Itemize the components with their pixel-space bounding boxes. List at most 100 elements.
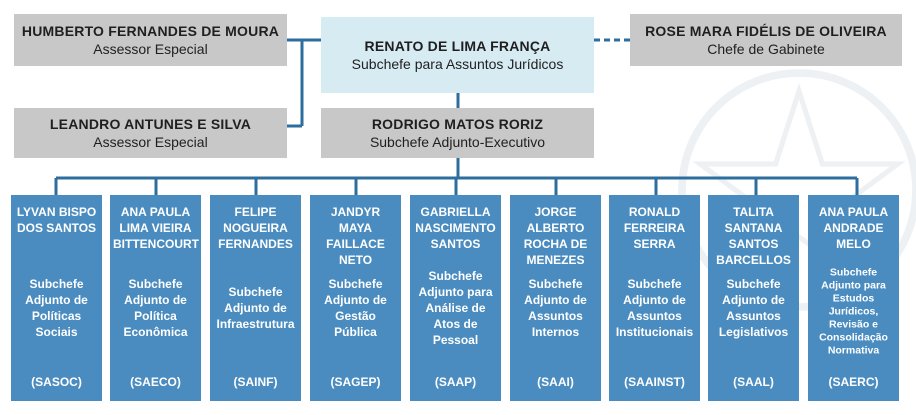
unit-role-line: Institucionais [615, 325, 694, 339]
unit-head-name-line: NASCIMENTO [415, 221, 496, 235]
unit-role-line: Adjunto de [324, 293, 387, 307]
unit-head-name-line: JORGE [534, 205, 577, 219]
unit-head-name-line: RONALD [628, 205, 681, 219]
unit-role-line: Subchefe [228, 285, 283, 299]
unit-role-line: Consolidação [819, 331, 888, 344]
unit-role-line: Econômica [123, 325, 188, 339]
unit-role-line: Atos de [433, 317, 478, 331]
unit-role-line: Infraestrutura [216, 317, 295, 331]
unit-head-name-line: LIMA VIEIRA [119, 221, 192, 235]
person-role: Assessor Especial [93, 41, 208, 57]
unit-head-name-line: MENEZES [526, 253, 585, 267]
unit-head-name-line: BITTENCOURT [113, 237, 199, 251]
person-role: Chefe de Gabinete [707, 41, 825, 57]
emblem-watermark-icon [678, 69, 916, 311]
unit-abbreviation: (SAAI) [537, 375, 574, 389]
unit-head-name-line: NOGUEIRA [223, 221, 288, 235]
unit-role-line: Subchefe [528, 277, 583, 291]
unit-role-line: Adjunto para [418, 285, 493, 299]
unit-role-line: Adjunto de [524, 293, 587, 307]
unit-role-line: Sociais [35, 325, 78, 339]
unit-head-name-line: FAILLACE [326, 237, 385, 251]
unit-abbreviation: (SAECO) [130, 375, 181, 389]
person-name: HUMBERTO FERNANDES DE MOURA [21, 23, 280, 39]
unit-head-name-line: GABRIELLA [420, 205, 491, 219]
unit-role-line: Internos [531, 325, 580, 339]
chefe-gabinete-rose-box: ROSE MARA FIDÉLIS DE OLIVEIRA Chefe de G… [630, 14, 902, 66]
unit-head-name: ANA PAULA LIMA VIEIRA BITTENCOURT [113, 204, 199, 252]
unit-role-line: Adjunto para [821, 279, 886, 292]
unit-role-line: Subchefe [829, 266, 878, 279]
unit-head-name-line: DOS SANTOS [16, 221, 97, 235]
unit-head-name: FELIPE NOGUEIRA FERNANDES [213, 204, 298, 252]
unit-role-line: Subchefe [726, 277, 781, 291]
person-role: Subchefe para Assuntos Jurídicos [351, 56, 564, 72]
unit-head-name-line: SERRA [633, 237, 676, 251]
unit-role-line: Jurídicos, [828, 305, 879, 318]
person-name: LEANDRO ANTUNES E SILVA [49, 116, 252, 132]
assessor-humberto-box: HUMBERTO FERNANDES DE MOURA Assessor Esp… [14, 14, 287, 66]
unit-head-name-line: ANDRADE [823, 221, 884, 235]
person-name: RENATO DE LIMA FRANÇA [364, 38, 551, 54]
unit-abbreviation: (SAINF) [233, 375, 278, 389]
unit-role-line: Normativa [827, 344, 880, 357]
unit-head-name-line: SANTOS [430, 237, 481, 251]
unit-head-name-line: BARCELLOS [716, 253, 791, 267]
unit-role-line: Pessoal [432, 333, 479, 347]
unit-role-line: Subchefe [328, 277, 383, 291]
unit-head-name-line: SANTOS [728, 237, 779, 251]
unit-role-line: Política [134, 309, 177, 323]
unit-role-line: Subchefe [627, 277, 682, 291]
unit-role-line: Análise de [425, 301, 486, 315]
unit-role-line: Revisão e [828, 318, 879, 331]
unit-head-name-line: ANA PAULA [818, 205, 889, 219]
unit-abbreviation: (SAGEP) [330, 375, 381, 389]
unit-role-line: Assuntos [726, 309, 781, 323]
unit-head-name-line: ALBERTO [526, 221, 585, 235]
unit-head-name-line: NETO [338, 253, 373, 267]
person-role: Assessor Especial [93, 134, 208, 150]
unit-head-name: JANDYR MAYA FAILLACE NETO [313, 204, 398, 268]
unit-abbreviation: (SAAINST) [624, 375, 685, 389]
unit-role-line: Subchefe [128, 277, 183, 291]
unit-head-name-line: FERNANDES [218, 237, 293, 251]
unit-head-name-line: FELIPE [234, 205, 277, 219]
unit-head-name-line: SANTANA [724, 221, 783, 235]
unit-head-name-line: MAYA [338, 221, 373, 235]
unit-role-line: Assuntos [627, 309, 682, 323]
unit-head-name-line: JANDYR [330, 205, 381, 219]
subchefe-adjunto-executivo-box: RODRIGO MATOS RORIZ Subchefe Adjunto-Exe… [321, 108, 594, 158]
unit-role-line: Adjunto de [722, 293, 785, 307]
unit-role-line: Estudos [832, 292, 875, 305]
unit-role-line: Legislativos [718, 325, 789, 339]
unit-role-line: Adjunto de [224, 301, 287, 315]
unit-role-line: Adjunto de [25, 293, 88, 307]
unit-role-line: Subchefe [29, 277, 84, 291]
unit-abbreviation: (SAAP) [434, 375, 477, 389]
unit-head-name-line: TALITA [733, 205, 774, 219]
unit-card-saeco: ANA PAULA LIMA VIEIRA BITTENCOURT Subchefe A… [110, 195, 201, 401]
person-role: Subchefe Adjunto-Executivo [369, 134, 546, 150]
unit-head-name-line: ANA PAULA [120, 205, 191, 219]
